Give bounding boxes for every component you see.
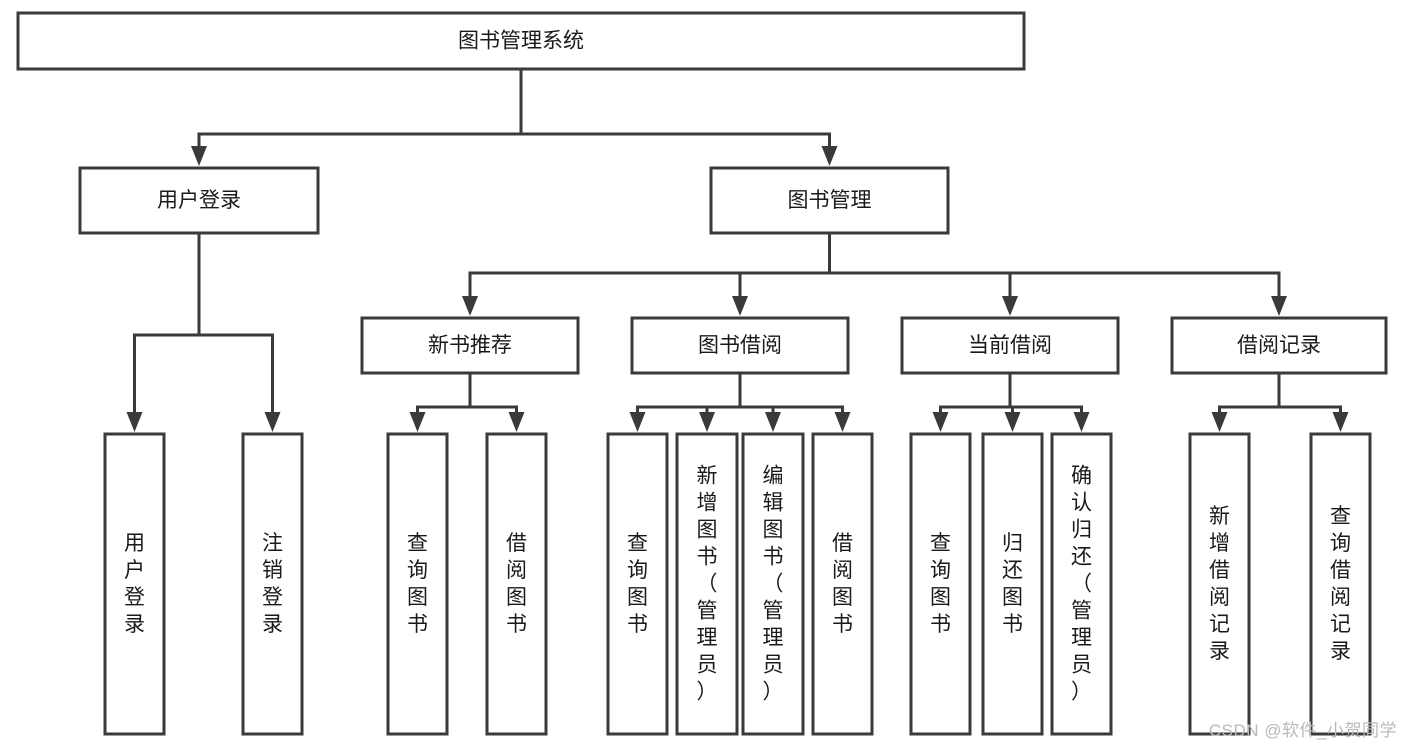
node-newbook[interactable]: 新书推荐 (360, 316, 580, 375)
node-leaf10[interactable]: 归还图书 (981, 432, 1044, 736)
node-box[interactable] (630, 316, 850, 375)
arrow-head-icon (1211, 412, 1228, 432)
arrow-head-icon (508, 412, 525, 432)
arrow-head-icon (1073, 412, 1090, 432)
arrow-head-icon (834, 412, 851, 432)
node-leaf2[interactable]: 注销登录 (241, 432, 304, 736)
arrow-head-icon (1332, 412, 1349, 432)
node-box[interactable] (900, 316, 1120, 375)
node-login[interactable]: 用户登录 (78, 166, 320, 235)
node-leaf3[interactable]: 查询图书 (386, 432, 449, 736)
node-leaf9[interactable]: 查询图书 (909, 432, 972, 736)
node-box[interactable] (981, 432, 1044, 736)
arrow-head-icon (732, 296, 748, 316)
arrow-head-icon (191, 146, 207, 166)
connector-group-records (1211, 371, 1349, 432)
node-label: 当前借阅 (968, 334, 1052, 357)
node-label: 借阅图书 (506, 532, 527, 636)
node-leaf6[interactable]: 新增图书（管理员） (675, 432, 739, 736)
connector-layer (126, 67, 1349, 432)
arrow-head-icon (932, 412, 949, 432)
node-label: 注销登录 (262, 532, 283, 636)
node-leaf12[interactable]: 新增借阅记录 (1188, 432, 1251, 736)
node-box[interactable] (909, 432, 972, 736)
node-box[interactable] (675, 432, 739, 736)
node-box[interactable] (811, 432, 874, 736)
node-label: 新增图书（管理员） (697, 465, 718, 704)
node-label: 图书管理系统 (458, 30, 584, 53)
node-current[interactable]: 当前借阅 (900, 316, 1120, 375)
connector-group-login (126, 231, 281, 432)
connector-group-root (191, 67, 838, 166)
node-box[interactable] (606, 432, 669, 736)
arrow-head-icon (409, 412, 426, 432)
node-box[interactable] (241, 432, 304, 736)
arrow-head-icon (264, 412, 281, 432)
node-box[interactable] (78, 166, 320, 235)
arrow-head-icon (126, 412, 143, 432)
node-records[interactable]: 借阅记录 (1170, 316, 1388, 375)
node-box[interactable] (1188, 432, 1251, 736)
arrow-head-icon (699, 412, 715, 432)
node-label: 借阅图书 (832, 532, 853, 636)
node-leaf4[interactable]: 借阅图书 (485, 432, 548, 736)
node-label: 编辑图书（管理员） (763, 465, 784, 704)
node-label: 查询图书 (930, 532, 951, 636)
node-leaf8[interactable]: 借阅图书 (811, 432, 874, 736)
arrow-head-icon (765, 412, 781, 432)
connector-group-bookmgr (462, 231, 1287, 316)
node-label: 确认归还（管理员） (1071, 465, 1092, 704)
node-leaf11[interactable]: 确认归还（管理员） (1050, 432, 1113, 736)
node-label: 查询借阅记录 (1330, 505, 1351, 663)
node-label: 用户登录 (157, 189, 241, 212)
node-box[interactable] (485, 432, 548, 736)
node-box[interactable] (1309, 432, 1372, 736)
node-label: 借阅记录 (1237, 334, 1321, 357)
arrow-head-icon (1002, 296, 1018, 316)
node-leaf7[interactable]: 编辑图书（管理员） (741, 432, 805, 736)
node-box[interactable] (741, 432, 805, 736)
node-leaf5[interactable]: 查询图书 (606, 432, 669, 736)
node-label: 图书管理 (788, 189, 872, 212)
node-label: 新增借阅记录 (1209, 505, 1230, 663)
connector-group-current (932, 371, 1090, 432)
node-box[interactable] (1170, 316, 1388, 375)
node-bookmgr[interactable]: 图书管理 (709, 166, 950, 235)
node-label: 新书推荐 (428, 334, 512, 357)
node-borrow[interactable]: 图书借阅 (630, 316, 850, 375)
node-label: 用户登录 (124, 532, 145, 636)
node-box[interactable] (16, 11, 1026, 71)
arrow-head-icon (1271, 296, 1287, 316)
node-leaf13[interactable]: 查询借阅记录 (1309, 432, 1372, 736)
node-label: 归还图书 (1002, 532, 1023, 636)
node-leaf1[interactable]: 用户登录 (103, 432, 166, 736)
node-root[interactable]: 图书管理系统 (16, 11, 1026, 71)
node-box[interactable] (386, 432, 449, 736)
connector-group-newbook (409, 371, 525, 432)
node-box[interactable] (360, 316, 580, 375)
node-label: 图书借阅 (698, 334, 782, 357)
node-box[interactable] (709, 166, 950, 235)
node-label: 查询图书 (627, 532, 648, 636)
node-box[interactable] (103, 432, 166, 736)
arrow-head-icon (821, 146, 838, 166)
node-layer: 图书管理系统用户登录图书管理新书推荐图书借阅当前借阅借阅记录用户登录注销登录查询… (16, 11, 1388, 736)
arrow-head-icon (629, 412, 646, 432)
arrow-head-icon (462, 296, 478, 316)
arrow-head-icon (1004, 412, 1021, 432)
connector-group-borrow (629, 371, 851, 432)
node-label: 查询图书 (407, 532, 428, 636)
node-box[interactable] (1050, 432, 1113, 736)
